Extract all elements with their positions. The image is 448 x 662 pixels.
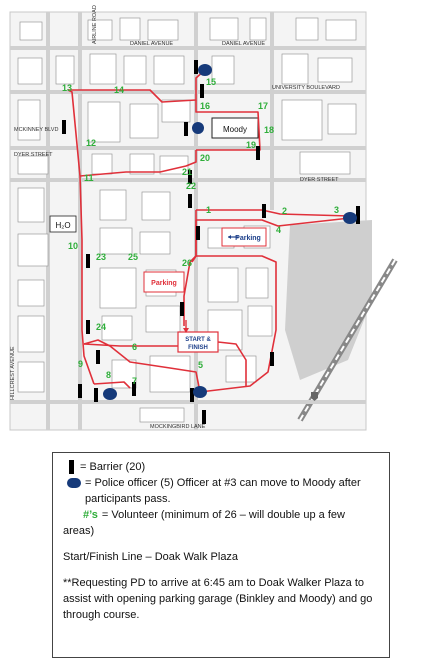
moody-label: Moody <box>223 125 247 134</box>
volunteer-station: 14 <box>114 85 124 95</box>
street-label-mockingbird: MOCKINGBIRD LANE <box>150 424 206 430</box>
volunteer-station: 9 <box>78 359 83 369</box>
barrier <box>256 146 260 160</box>
volunteer-station: 26 <box>182 258 192 268</box>
police-officer <box>103 388 117 400</box>
barrier <box>78 384 82 398</box>
volunteer-station: 5 <box>198 360 203 370</box>
legend-barrier-text: = Barrier (20) <box>80 461 146 473</box>
street-label-dyer-right: DYER STREET <box>300 177 339 183</box>
police-officer <box>192 122 204 134</box>
police-officer <box>198 64 212 76</box>
moody-coliseum <box>211 117 259 139</box>
start-finish-label-2: FINISH <box>188 345 208 351</box>
volunteer-station: 25 <box>128 252 138 262</box>
volunteer-station: 20 <box>200 153 210 163</box>
parking-area-center <box>143 271 185 293</box>
volunteer-station: 17 <box>258 101 268 111</box>
water-station-label: H₂O <box>55 221 70 230</box>
volunteer-station: 6 <box>132 342 137 352</box>
barrier <box>356 206 360 224</box>
barrier <box>180 302 184 316</box>
street-label-airline: AIRLINE ROAD <box>92 5 98 44</box>
parking-label-right: Parking <box>235 235 261 242</box>
volunteer-station: 10 <box>68 241 78 251</box>
volunteer-station: 4 <box>276 225 281 235</box>
barrier <box>96 350 100 364</box>
barrier <box>62 120 66 134</box>
legend-police-row: = Police officer (5) Officer at #3 can m… <box>63 475 379 507</box>
legend-volunteer-text-wrap: #’s= Volunteer (minimum of 26 – will dou… <box>63 507 379 539</box>
street-label-hillcrest: HILLCREST AVENUE <box>10 346 16 400</box>
street-label-dyer-left: DYER STREET <box>14 152 53 158</box>
course-map: Moody H₂O Parking Parking START & FINISH <box>9 5 398 431</box>
legend-volunteer-row: #’s= Volunteer (minimum of 26 – will dou… <box>63 507 379 539</box>
barrier <box>196 226 200 240</box>
volunteer-station: 22 <box>186 181 196 191</box>
street-label-mckinney: MCKINNEY BLVD <box>14 127 58 133</box>
volunteer-station: 11 <box>84 173 94 183</box>
volunteer-station: 23 <box>96 252 106 262</box>
barrier <box>202 410 206 424</box>
parking-label-center: Parking <box>151 280 177 287</box>
barriers <box>62 60 360 424</box>
street-label-daniel-left: DANIEL AVENUE <box>130 41 173 47</box>
barrier <box>86 320 90 334</box>
volunteer-stations: 1 2 3 4 5 6 7 8 9 10 11 12 13 14 15 16 1… <box>62 77 339 386</box>
volunteer-station: 13 <box>62 83 72 93</box>
barrier <box>94 388 98 402</box>
barrier <box>132 382 136 396</box>
barrier <box>188 194 192 208</box>
map-legend: = Barrier (20) = Police officer (5) Offi… <box>52 452 390 658</box>
volunteer-station: 7 <box>132 376 137 386</box>
barrier <box>262 204 266 218</box>
volunteer-station: 19 <box>246 140 256 150</box>
street-label-daniel-right: DANIEL AVENUE <box>222 41 265 47</box>
barrier <box>270 352 274 366</box>
volunteer-station: 18 <box>264 125 274 135</box>
legend-police-text: = Police officer (5) Officer at #3 can m… <box>85 477 361 505</box>
police-officer <box>193 386 207 398</box>
police-officer <box>343 212 357 224</box>
volunteer-station: 12 <box>86 138 96 148</box>
volunteer-station: 8 <box>106 370 111 380</box>
barrier <box>86 254 90 268</box>
volunteer-station: 3 <box>334 205 339 215</box>
legend-barrier-row: = Barrier (20) <box>63 459 379 475</box>
race-route <box>67 69 351 393</box>
water-station <box>49 215 77 233</box>
volunteer-number-symbol: #’s <box>83 509 98 521</box>
barrier <box>188 170 192 184</box>
legend-volunteer-text: = Volunteer (minimum of 26 – will double… <box>63 509 345 537</box>
volunteer-station: 15 <box>206 77 216 87</box>
start-finish-label-1: START & <box>185 337 211 343</box>
legend-start-finish: Start/Finish Line – Doak Walk Plaza <box>63 551 239 563</box>
volunteer-station: 2 <box>282 206 287 216</box>
legend-note: **Requesting PD to arrive at 6:45 am to … <box>63 577 373 621</box>
barrier <box>190 388 194 402</box>
barrier-icon <box>69 460 74 474</box>
police-officer-icon <box>67 478 81 488</box>
barrier <box>184 122 188 136</box>
volunteer-station: 21 <box>182 167 192 177</box>
barrier <box>194 60 198 74</box>
volunteer-station: 1 <box>206 205 211 215</box>
parking-area-right <box>221 227 267 247</box>
street-label-university: UNIVERSITY BOULEVARD <box>272 85 340 91</box>
police-officers <box>103 64 357 400</box>
highway-shield-icon <box>311 392 318 401</box>
volunteer-station: 16 <box>200 101 210 111</box>
barrier <box>200 84 204 98</box>
volunteer-station: 24 <box>96 322 106 332</box>
